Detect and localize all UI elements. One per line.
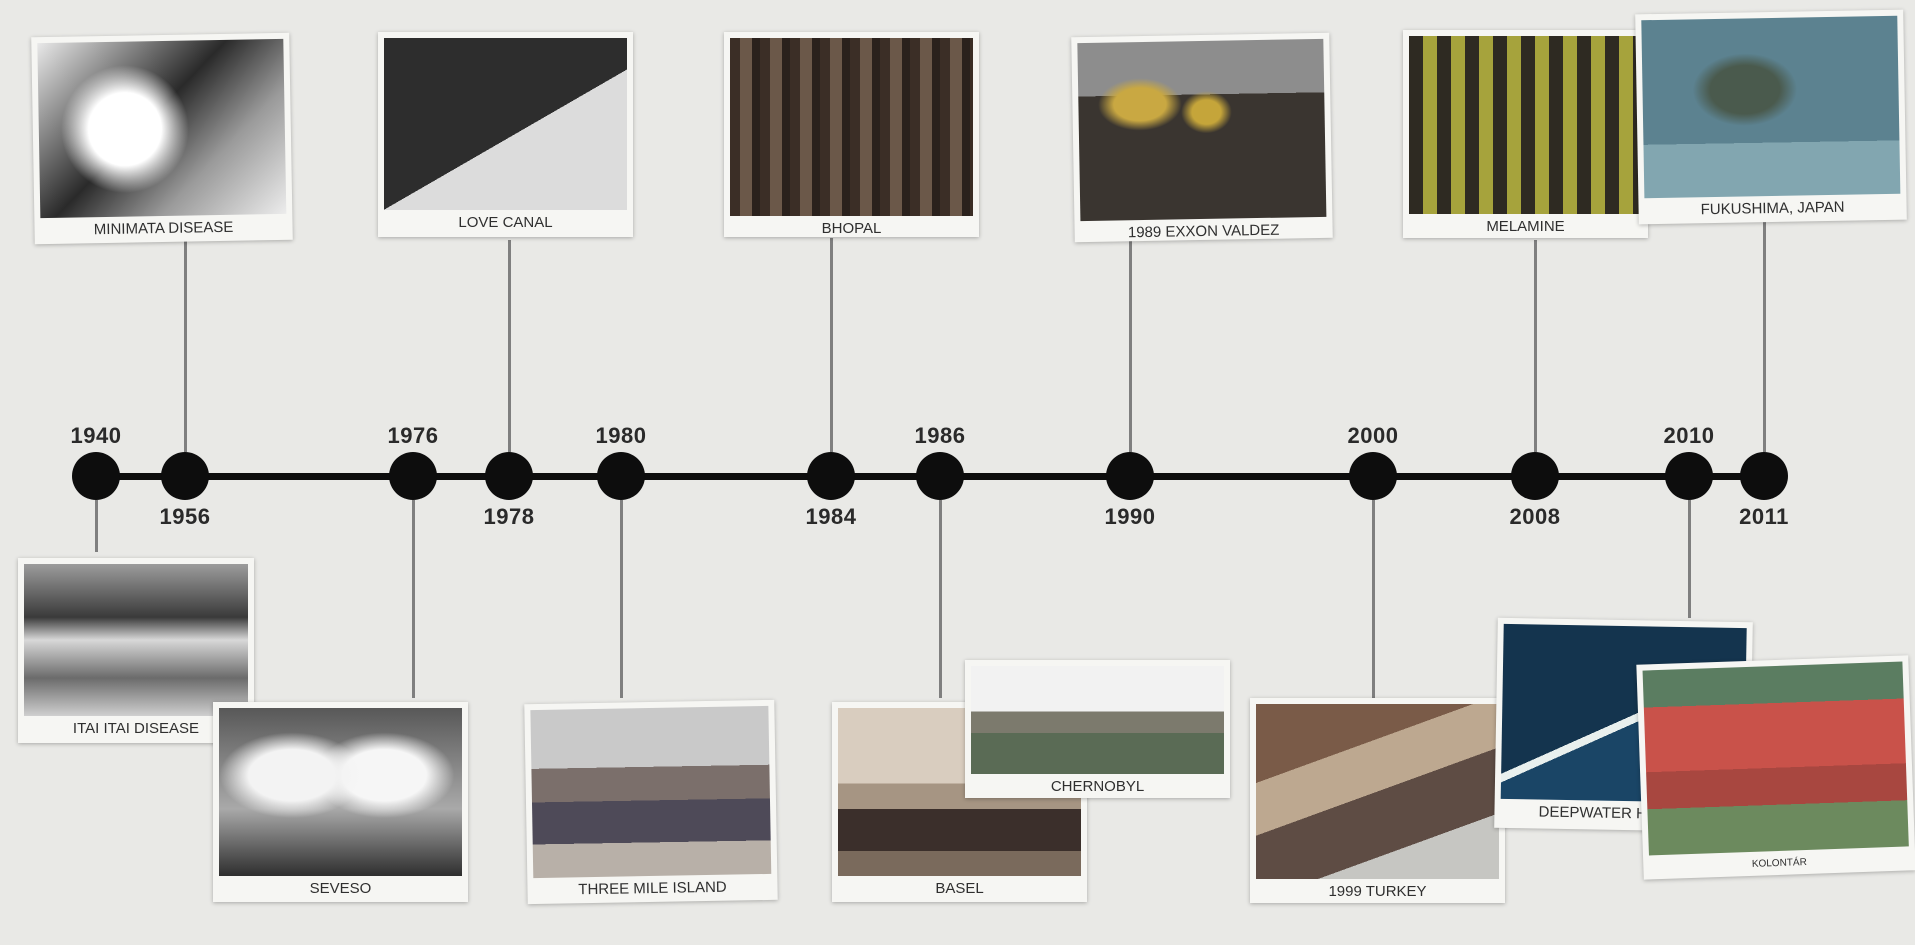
event-2011-photo: [1641, 15, 1901, 199]
event-1940-photo: [24, 564, 248, 716]
timeline-node-2008: [1511, 452, 1559, 500]
event-connector-2010: [1688, 500, 1691, 618]
year-label-1984: 1984: [805, 504, 857, 529]
event-connector-1978: [508, 240, 511, 452]
extra-event-1-photo: [1642, 661, 1909, 856]
year-label-1976: 1976: [387, 423, 439, 448]
event-1978-caption: LOVE CANAL: [458, 214, 553, 231]
event-2000-caption: 1999 TURKEY: [1328, 883, 1427, 900]
event-1956-photo-card: MINIMATA DISEASE: [31, 32, 293, 245]
event-2011-photo-card: FUKUSHIMA, JAPAN: [1635, 9, 1907, 225]
event-1976-caption: SEVESO: [309, 880, 372, 897]
event-1978-photo: [384, 38, 627, 210]
timeline-node-1990: [1106, 452, 1154, 500]
event-2008-photo: [1409, 36, 1642, 214]
year-label-2000: 2000: [1347, 423, 1399, 448]
event-1990-caption: 1989 EXXON VALDEZ: [1127, 221, 1280, 242]
event-1980-photo-card: THREE MILE ISLAND: [524, 699, 778, 905]
year-label-1986: 1986: [914, 423, 966, 448]
event-2008-photo-card: MELAMINE: [1403, 30, 1648, 238]
event-1956-photo: [37, 38, 287, 219]
year-label-1956: 1956: [159, 504, 211, 529]
event-1976-photo: [219, 708, 462, 876]
event-1976-photo-card: SEVESO: [213, 702, 468, 902]
year-label-1980: 1980: [595, 423, 647, 448]
timeline-node-1976: [389, 452, 437, 500]
timeline-node-1956: [161, 452, 209, 500]
timeline-node-2000: [1349, 452, 1397, 500]
event-connector-1984: [830, 238, 833, 452]
timeline-node-1940: [72, 452, 120, 500]
year-label-2008: 2008: [1509, 504, 1561, 529]
event-2008-caption: MELAMINE: [1486, 218, 1565, 235]
extra-event-0-photo: [971, 666, 1224, 774]
event-2000-photo: [1256, 704, 1499, 879]
timeline-node-2010: [1665, 452, 1713, 500]
event-connector-2011: [1763, 222, 1766, 452]
extra-event-0-photo-card: CHERNOBYL: [965, 660, 1230, 798]
event-connector-1940: [95, 500, 98, 552]
event-2000-photo-card: 1999 TURKEY: [1250, 698, 1505, 903]
event-connector-1990: [1129, 240, 1132, 452]
timeline-node-1978: [485, 452, 533, 500]
event-1984-photo-card: BHOPAL: [724, 32, 979, 237]
event-1990-photo-card: 1989 EXXON VALDEZ: [1071, 32, 1333, 243]
year-label-2010: 2010: [1663, 423, 1715, 448]
event-connector-1986: [939, 500, 942, 698]
event-1940-caption: ITAI ITAI DISEASE: [72, 720, 200, 737]
extra-event-0-caption: CHERNOBYL: [1050, 778, 1145, 795]
event-1984-caption: BHOPAL: [821, 220, 882, 237]
year-label-2011: 2011: [1739, 504, 1789, 529]
timeline-node-1984: [807, 452, 855, 500]
event-1980-caption: THREE MILE ISLAND: [578, 878, 727, 899]
event-connector-1976: [412, 500, 415, 698]
event-1990-photo: [1077, 38, 1327, 222]
event-1986-caption: BASEL: [935, 880, 984, 897]
event-connector-1956: [184, 240, 187, 452]
year-label-1940: 1940: [70, 423, 122, 448]
year-label-1990: 1990: [1104, 504, 1156, 529]
timeline-node-2011: [1740, 452, 1788, 500]
extra-event-1-photo-card: KOLONTÁR: [1636, 655, 1915, 880]
timeline-node-1980: [597, 452, 645, 500]
event-1956-caption: MINIMATA DISEASE: [93, 218, 234, 239]
event-connector-2008: [1534, 240, 1537, 452]
event-1980-photo: [530, 705, 772, 879]
event-1984-photo: [730, 38, 973, 216]
event-connector-2000: [1372, 500, 1375, 698]
event-connector-1980: [620, 500, 623, 698]
event-2011-caption: FUKUSHIMA, JAPAN: [1700, 198, 1845, 219]
year-label-1978: 1978: [483, 504, 535, 529]
timeline-node-1986: [916, 452, 964, 500]
event-1978-photo-card: LOVE CANAL: [378, 32, 633, 237]
